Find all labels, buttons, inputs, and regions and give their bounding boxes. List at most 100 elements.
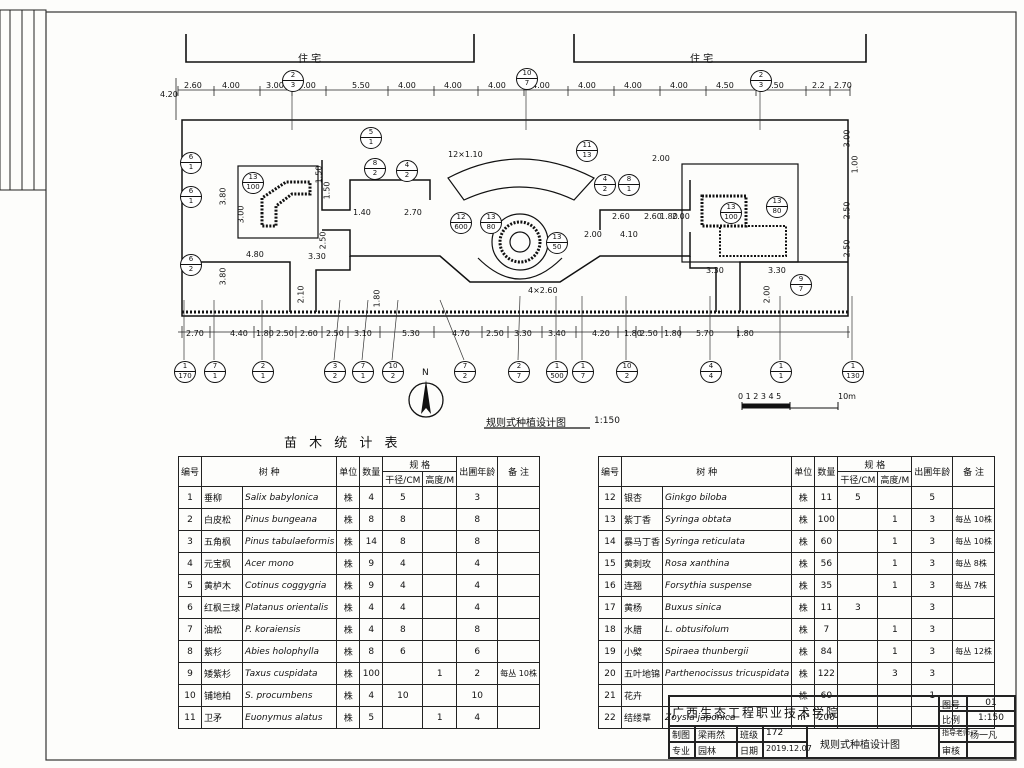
dimension-value: 2.00: [672, 212, 690, 221]
dimension-value: 4.00: [488, 81, 506, 90]
cell-qty: 100: [359, 662, 384, 685]
cell-qty: 7: [814, 618, 839, 641]
cell-cn: 暴马丁香: [621, 530, 664, 553]
dimension-value: 3.30: [308, 252, 326, 261]
cell-cn: 铺地柏: [201, 684, 244, 707]
callout-plant-no: 13: [767, 197, 787, 207]
callout-plant-no: 13: [721, 203, 741, 213]
cell-rem: [497, 552, 540, 575]
cell-dia: 3: [837, 596, 879, 619]
cell-no: 10: [177, 684, 203, 707]
scale-bar-ticks: 0 1 2 3 4 5: [738, 392, 782, 401]
cell-cn: 花卉: [621, 684, 664, 707]
cell-age: 8: [456, 618, 499, 641]
dimension-value: 2.50: [842, 239, 852, 258]
header-remark: 备 注: [952, 456, 995, 487]
callout-plant-no: 4: [397, 161, 417, 171]
dimension-value: 3.10: [354, 329, 372, 338]
callout-plant-no: 1: [573, 362, 593, 372]
cell-no: 21: [597, 684, 623, 707]
header-age: 出圃年龄: [456, 456, 499, 487]
callout-qty: 130: [846, 372, 860, 380]
cell-cn: 黄栌木: [201, 574, 244, 597]
callout-plant-no: 6: [181, 187, 201, 197]
date-value: 2019.12.07: [763, 742, 812, 758]
dimension-value: 3.00: [298, 81, 316, 90]
dimension-value: 2.50: [486, 329, 504, 338]
cell-age: 3: [911, 530, 954, 553]
cell-h: [422, 618, 458, 641]
callout-qty: 1: [188, 163, 194, 171]
callout-qty: 600: [454, 223, 468, 231]
cell-no: 13: [597, 508, 623, 531]
callout-qty: 500: [550, 372, 564, 380]
header-no: 编号: [177, 456, 203, 487]
dimension-value: 3.40: [548, 329, 566, 338]
callout-plant-no: 9: [791, 275, 811, 285]
cell-unit: 株: [336, 486, 361, 509]
drawing-no: 01: [967, 696, 1015, 711]
cell-lat: Platanus orientalis: [242, 596, 338, 619]
cell-lat: Syringa obtata: [662, 508, 793, 531]
cell-h: 1: [877, 552, 913, 575]
cell-cn: 银杏: [621, 486, 664, 509]
houses: [185, 34, 867, 63]
callout-qty: 2: [390, 372, 396, 380]
dimension-value: 5.30: [402, 329, 420, 338]
cell-age: 5: [911, 486, 954, 509]
dimension-value: 2.00: [762, 285, 772, 304]
header-qty: 数量: [359, 456, 384, 487]
callout-plant-no: 2: [283, 71, 303, 81]
cell-age: 4: [456, 706, 499, 729]
cell-no: 18: [597, 618, 623, 641]
cell-qty: 14: [359, 530, 384, 553]
dimension-value: 2.10: [296, 285, 306, 304]
cell-age: 3: [911, 662, 954, 685]
dimension-value: 3.80: [218, 267, 228, 286]
header-qty: 数量: [814, 456, 839, 487]
cell-age: 4: [456, 574, 499, 597]
cell-lat: Ginkgo biloba: [662, 486, 793, 509]
callout-qty: 1: [778, 372, 784, 380]
callout-qty: 1: [360, 372, 366, 380]
cell-age: 8: [456, 508, 499, 531]
callout-qty: 2: [372, 169, 378, 177]
cell-unit: 株: [336, 640, 361, 663]
cell-lat: P. koraiensis: [242, 618, 338, 641]
school-name: 广西生态工程职业技术学院: [669, 696, 939, 726]
cell-age: 3: [911, 552, 954, 575]
callout-plant-no: 10: [517, 69, 537, 79]
cell-qty: 9: [359, 574, 384, 597]
callout-plant-no: 2: [509, 362, 529, 372]
cell-no: 1: [177, 486, 203, 509]
callout-plant-no: 1: [547, 362, 567, 372]
callout-plant-no: 1: [175, 362, 195, 372]
cell-no: 9: [177, 662, 203, 685]
header-height: 高度/M: [422, 471, 458, 487]
cell-dia: 4: [382, 596, 424, 619]
dimension-value: 2.70: [404, 208, 422, 217]
cell-qty: 200: [814, 706, 839, 729]
cell-cn: 小檗: [621, 640, 664, 663]
cell-qty: 60: [814, 530, 839, 553]
cell-age: 4: [456, 596, 499, 619]
cell-h: 1: [877, 618, 913, 641]
cell-dia: 5: [837, 486, 879, 509]
cell-rem: [497, 618, 540, 641]
callout-qty: 80: [772, 207, 782, 215]
cell-lat: Taxus cuspidata: [242, 662, 338, 685]
cell-no: 5: [177, 574, 203, 597]
plan-title: 规则式种植设计图: [486, 418, 566, 429]
